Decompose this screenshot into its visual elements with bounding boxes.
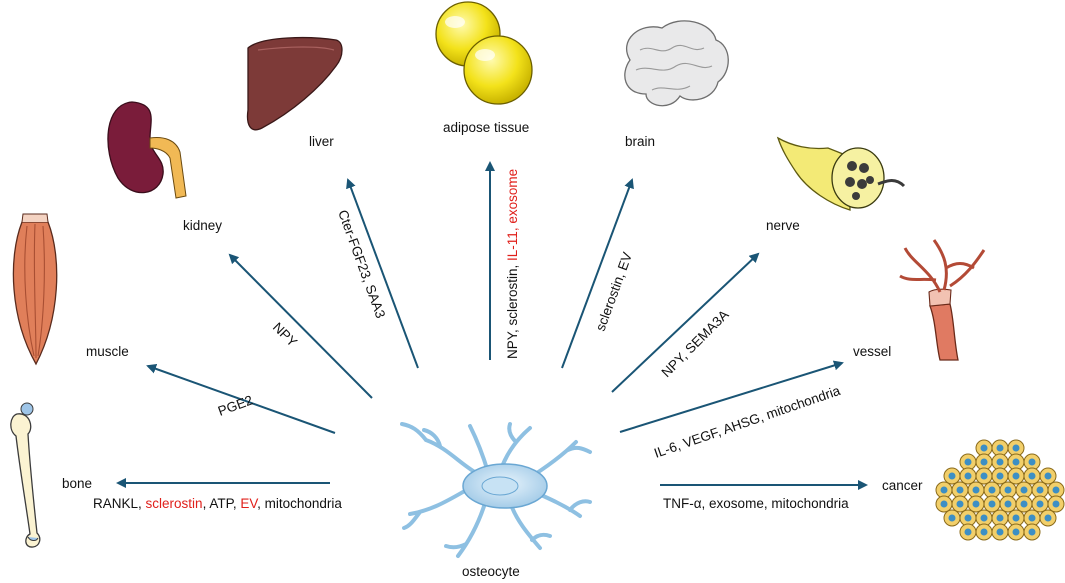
cancer-cell-nucleus <box>1012 514 1020 522</box>
signal-text: IL-6, VEGF, AHSG, mitochondria <box>652 383 843 461</box>
signals-brain: sclerostin, EV <box>593 250 635 333</box>
signals-adipose: NPY, sclerostin, IL-11, exosome <box>505 169 520 359</box>
cancer-cell-nucleus <box>980 472 988 480</box>
signals-bone: RANKL, sclerostin, ATP, EV, mitochondria <box>93 496 342 511</box>
arrow-to-vessel <box>619 360 844 433</box>
center-label-osteocyte: osteocyte <box>462 564 520 579</box>
signals-cancer: TNF-α, exosome, mitochondria <box>663 496 849 511</box>
cancer-cell-nucleus <box>1028 528 1036 536</box>
cancer-cell-nucleus <box>980 528 988 536</box>
nerve-icon <box>776 136 906 211</box>
cancer-cell-nucleus <box>1028 472 1036 480</box>
cancer-cell-nucleus <box>988 500 996 508</box>
adipose-tissue-icon <box>435 1 533 105</box>
cancer-cell-nucleus <box>948 472 956 480</box>
cancer-cell-nucleus <box>956 486 964 494</box>
target-label-adipose: adipose tissue <box>443 120 529 135</box>
cancer-cell-nucleus <box>1020 486 1028 494</box>
signal-text: NPY <box>270 320 300 350</box>
cancer-cell-nucleus <box>1036 500 1044 508</box>
cancer-cell-nucleus <box>1044 472 1052 480</box>
cancer-cell-nucleus <box>996 444 1004 452</box>
cancer-cell-nucleus <box>1028 458 1036 466</box>
cancer-cell-nucleus <box>964 472 972 480</box>
target-label-kidney: kidney <box>183 218 222 233</box>
cancer-cell-nucleus <box>940 500 948 508</box>
signal-text: RANKL, <box>93 496 146 511</box>
cancer-cell-nucleus <box>1012 458 1020 466</box>
cancer-cell-nucleus <box>956 500 964 508</box>
signal-text: NPY, sclerostin, <box>505 261 520 359</box>
cancer-cells-icon <box>935 439 1065 541</box>
signal-text: sclerostin, EV <box>593 250 635 333</box>
liver-icon <box>246 36 343 131</box>
signal-text: TNF-α, exosome, mitochondria <box>663 496 849 511</box>
cancer-cell-nucleus <box>1036 486 1044 494</box>
signal-text-highlight: sclerostin <box>146 496 203 511</box>
signal-text: , ATP, <box>203 496 241 511</box>
signal-text: NPY, SEMA3A <box>659 307 732 380</box>
cancer-cell-nucleus <box>972 486 980 494</box>
cancer-cell-nucleus <box>1004 486 1012 494</box>
cancer-cell-nucleus <box>1052 500 1060 508</box>
signal-text: , mitochondria <box>257 496 342 511</box>
cancer-cell-nucleus <box>964 528 972 536</box>
target-label-brain: brain <box>625 134 655 149</box>
cancer-cell-nucleus <box>972 500 980 508</box>
target-label-muscle: muscle <box>86 344 129 359</box>
signals-vessel: IL-6, VEGF, AHSG, mitochondria <box>652 383 843 461</box>
cancer-cell-nucleus <box>980 458 988 466</box>
cancer-cell-nucleus <box>980 444 988 452</box>
arrow-to-muscle <box>146 363 336 434</box>
target-label-vessel: vessel <box>853 344 891 359</box>
target-label-nerve: nerve <box>766 218 800 233</box>
kidney-icon <box>107 101 187 199</box>
cancer-cell-nucleus <box>1012 444 1020 452</box>
cancer-cell-nucleus <box>1020 500 1028 508</box>
target-label-cancer: cancer <box>882 478 923 493</box>
brain-icon <box>624 20 729 107</box>
cancer-cell-nucleus <box>1004 500 1012 508</box>
cancer-cell-nucleus <box>988 486 996 494</box>
cancer-cell-nucleus <box>1012 472 1020 480</box>
arrow-to-nerve <box>611 252 760 393</box>
cancer-cell-nucleus <box>1052 486 1060 494</box>
vessel-icon <box>899 239 986 361</box>
target-label-bone: bone <box>62 476 92 491</box>
signal-text-highlight: IL-11, exosome <box>505 169 520 261</box>
arrow-to-kidney <box>228 253 373 399</box>
signal-arrows <box>116 161 868 490</box>
signals-nerve: NPY, SEMA3A <box>659 307 732 380</box>
arrow-to-brain <box>561 178 634 369</box>
cancer-cell-nucleus <box>964 458 972 466</box>
signal-text-highlight: EV <box>240 496 258 511</box>
muscle-icon <box>12 213 58 366</box>
osteocyte-cell-icon <box>400 422 592 558</box>
cancer-cell-nucleus <box>940 486 948 494</box>
cancer-cell-nucleus <box>964 514 972 522</box>
bone-icon <box>10 402 41 548</box>
signals-kidney: NPY <box>270 320 300 350</box>
cancer-cell-nucleus <box>1044 514 1052 522</box>
cancer-cell-nucleus <box>996 472 1004 480</box>
cancer-cell-nucleus <box>980 514 988 522</box>
cancer-cell-nucleus <box>1012 528 1020 536</box>
arrow-to-liver <box>346 178 419 369</box>
target-label-liver: liver <box>309 134 334 149</box>
cancer-cell-nucleus <box>996 458 1004 466</box>
cancer-cell-nucleus <box>996 528 1004 536</box>
cancer-cell-nucleus <box>996 514 1004 522</box>
cancer-cell-nucleus <box>1028 514 1036 522</box>
cancer-cell-nucleus <box>948 514 956 522</box>
